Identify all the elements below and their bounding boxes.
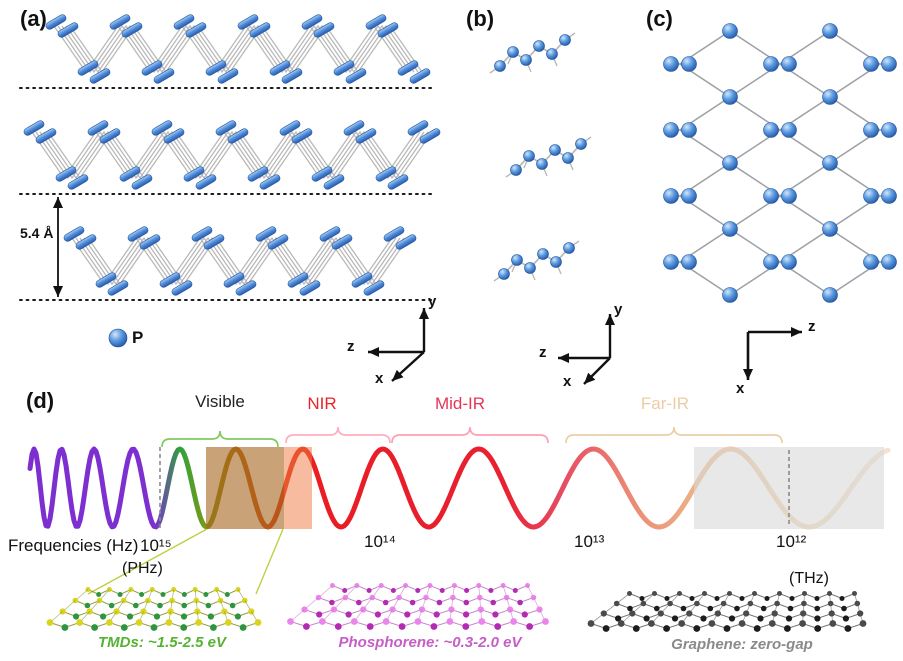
panel-c-axis-x-label: x [736,380,745,397]
panel-c-axes [743,327,802,380]
panel-b-structure [489,32,592,282]
thz-unit-label: (THz) [789,570,829,587]
frequency-tick-10e15: 10¹⁵ [140,536,172,555]
panel-c-axis-z-label: z [808,318,816,335]
visible-label: Visible [195,392,245,411]
panel-c-structure [663,23,897,303]
far-ir-label: Far-IR [640,394,690,413]
mid-ir-label: Mid-IR [434,394,486,413]
phosphorus-legend-label: P [132,328,144,347]
visible-highlight-box [206,447,284,529]
panel-a-axis-z-label: z [347,338,355,355]
panel-c-label: (c) [646,6,673,31]
materials [46,583,867,632]
phz-unit-label: (PHz) [122,560,163,577]
panel-b-axes [558,314,615,385]
panel-a-structure [18,14,441,348]
frequency-tick-10e14: 10¹⁴ [364,532,396,551]
nir-label: NIR [307,394,337,413]
panel-b-label: (b) [466,6,495,31]
panel-a-axes [368,308,429,382]
panel-b-axis-y-label: y [614,301,623,318]
frequency-tick-10e12: 10¹² [776,532,807,551]
material-label-tmds: TMDs: ~1.5-2.5 eV [98,634,226,651]
panel-a-label: (a) [20,6,47,31]
panel-a-axis-y-label: y [428,293,437,310]
frequency-axis-title: Frequencies (Hz) [8,536,139,555]
panel-d-label: (d) [26,388,55,413]
interlayer-distance-label: 5.4 Å [20,225,54,241]
material-label-graphene: Graphene: zero-gap [671,636,813,653]
frequency-tick-10e13: 10¹³ [574,532,605,551]
panel-a-axis-x-label: x [375,370,384,387]
spectrum [27,426,891,595]
material-label-phosphorene: Phosphorene: ~0.3-2.0 eV [338,634,522,651]
panel-b-axis-z-label: z [539,344,547,361]
panel-b-axis-x-label: x [563,373,572,390]
